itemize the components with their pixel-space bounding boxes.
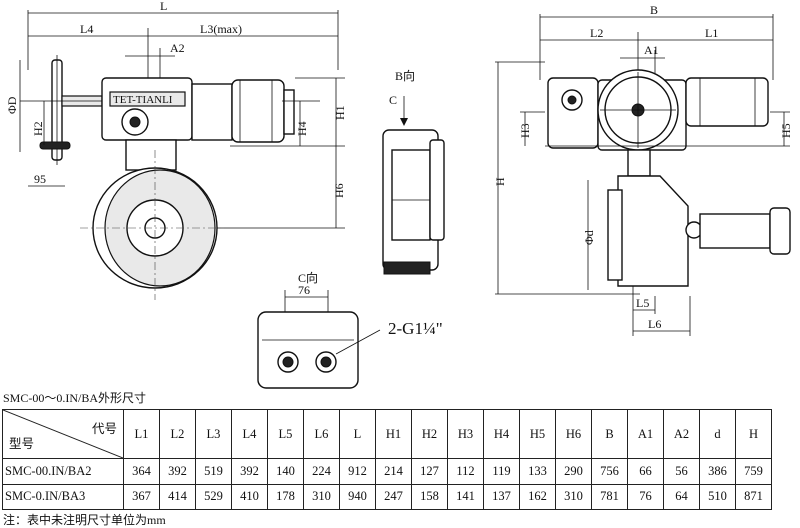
- dim-H1: H1: [333, 105, 347, 120]
- value-cell: 137: [483, 483, 520, 510]
- model-cell: SMC-00.IN/BA2: [2, 458, 124, 485]
- table-corner-cell: 代号型号: [2, 409, 124, 459]
- c-view-label: C向: [298, 270, 318, 285]
- column-header: H2: [411, 409, 448, 459]
- dim-phiD: ΦD: [5, 96, 19, 114]
- value-cell: 510: [699, 483, 736, 510]
- value-cell: 392: [231, 458, 268, 485]
- b-view: B向 C: [382, 68, 445, 275]
- dim-H3: H3: [518, 123, 532, 138]
- nameplate: TET-TIANLI: [113, 94, 173, 106]
- value-cell: 162: [519, 483, 556, 510]
- value-cell: 214: [375, 458, 412, 485]
- front-view: B L2 L1 A1 H3 H5 H: [493, 3, 793, 336]
- dim-L2: L2: [590, 26, 603, 40]
- value-cell: 310: [555, 483, 592, 510]
- column-header: A2: [663, 409, 700, 459]
- value-cell: 781: [591, 483, 628, 510]
- value-cell: 290: [555, 458, 592, 485]
- dim-H4: H4: [295, 121, 309, 136]
- column-header: H: [735, 409, 772, 459]
- value-cell: 756: [591, 458, 628, 485]
- dim-H5: H5: [779, 123, 793, 138]
- dim-L5: L5: [636, 296, 649, 310]
- value-cell: 414: [159, 483, 196, 510]
- value-cell: 364: [123, 458, 160, 485]
- dim-A2: A2: [170, 41, 185, 55]
- value-cell: 529: [195, 483, 232, 510]
- value-cell: 367: [123, 483, 160, 510]
- value-cell: 140: [267, 458, 304, 485]
- c-view: C向 76 2-G1¼": [257, 270, 443, 389]
- value-cell: 519: [195, 458, 232, 485]
- value-cell: 112: [447, 458, 484, 485]
- value-cell: 64: [663, 483, 700, 510]
- value-cell: 119: [483, 458, 520, 485]
- dim-L6: L6: [648, 317, 661, 331]
- dim-L3: L3(max): [200, 22, 242, 36]
- column-header: A1: [627, 409, 664, 459]
- c-arrow-label: C: [389, 93, 397, 107]
- value-cell: 56: [663, 458, 700, 485]
- column-header: d: [699, 409, 736, 459]
- column-header: H1: [375, 409, 412, 459]
- corner-code-label: 代号: [91, 422, 117, 436]
- value-cell: 871: [735, 483, 772, 510]
- column-header: H5: [519, 409, 556, 459]
- value-cell: 912: [339, 458, 376, 485]
- value-cell: 141: [447, 483, 484, 510]
- dim-H6: H6: [332, 183, 346, 198]
- dim-phid: Φd: [582, 230, 596, 245]
- value-cell: 76: [627, 483, 664, 510]
- corner-model-label: 型号: [9, 437, 35, 451]
- value-cell: 940: [339, 483, 376, 510]
- dim-H2: H2: [31, 121, 45, 136]
- dim-L4: L4: [80, 22, 93, 36]
- table-caption: SMC-00～0.IN/BA外形尺寸: [3, 391, 147, 405]
- value-cell: 133: [519, 458, 556, 485]
- dim-L1: L1: [705, 26, 718, 40]
- column-header: H4: [483, 409, 520, 459]
- table-note: 注：表中未注明尺寸单位为mm: [3, 513, 166, 527]
- column-header: L1: [123, 409, 160, 459]
- column-header: L5: [267, 409, 304, 459]
- column-header: H6: [555, 409, 592, 459]
- column-header: H3: [447, 409, 484, 459]
- value-cell: 759: [735, 458, 772, 485]
- dim-B: B: [650, 3, 658, 17]
- column-header: L3: [195, 409, 232, 459]
- column-header: B: [591, 409, 628, 459]
- dim-L: L: [160, 0, 167, 13]
- b-view-label: B向: [395, 68, 415, 83]
- dim-H: H: [493, 177, 507, 186]
- column-header: L4: [231, 409, 268, 459]
- value-cell: 410: [231, 483, 268, 510]
- dim-95: 95: [34, 172, 46, 186]
- column-header: L: [339, 409, 376, 459]
- value-cell: 386: [699, 458, 736, 485]
- value-cell: 178: [267, 483, 304, 510]
- model-cell: SMC-0.IN/BA3: [2, 483, 124, 510]
- value-cell: 247: [375, 483, 412, 510]
- value-cell: 66: [627, 458, 664, 485]
- thread-spec: 2-G1¼": [388, 319, 443, 338]
- dim-A1: A1: [644, 43, 659, 57]
- value-cell: 127: [411, 458, 448, 485]
- column-header: L6: [303, 409, 340, 459]
- side-view: L L4 L3(max) A2 ΦD H2 TET-TIANLI: [5, 0, 347, 300]
- value-cell: 310: [303, 483, 340, 510]
- value-cell: 392: [159, 458, 196, 485]
- dim-76: 76: [298, 283, 310, 297]
- value-cell: 224: [303, 458, 340, 485]
- value-cell: 158: [411, 483, 448, 510]
- technical-drawing: L L4 L3(max) A2 ΦD H2 TET-TIANLI: [5, 0, 793, 389]
- column-header: L2: [159, 409, 196, 459]
